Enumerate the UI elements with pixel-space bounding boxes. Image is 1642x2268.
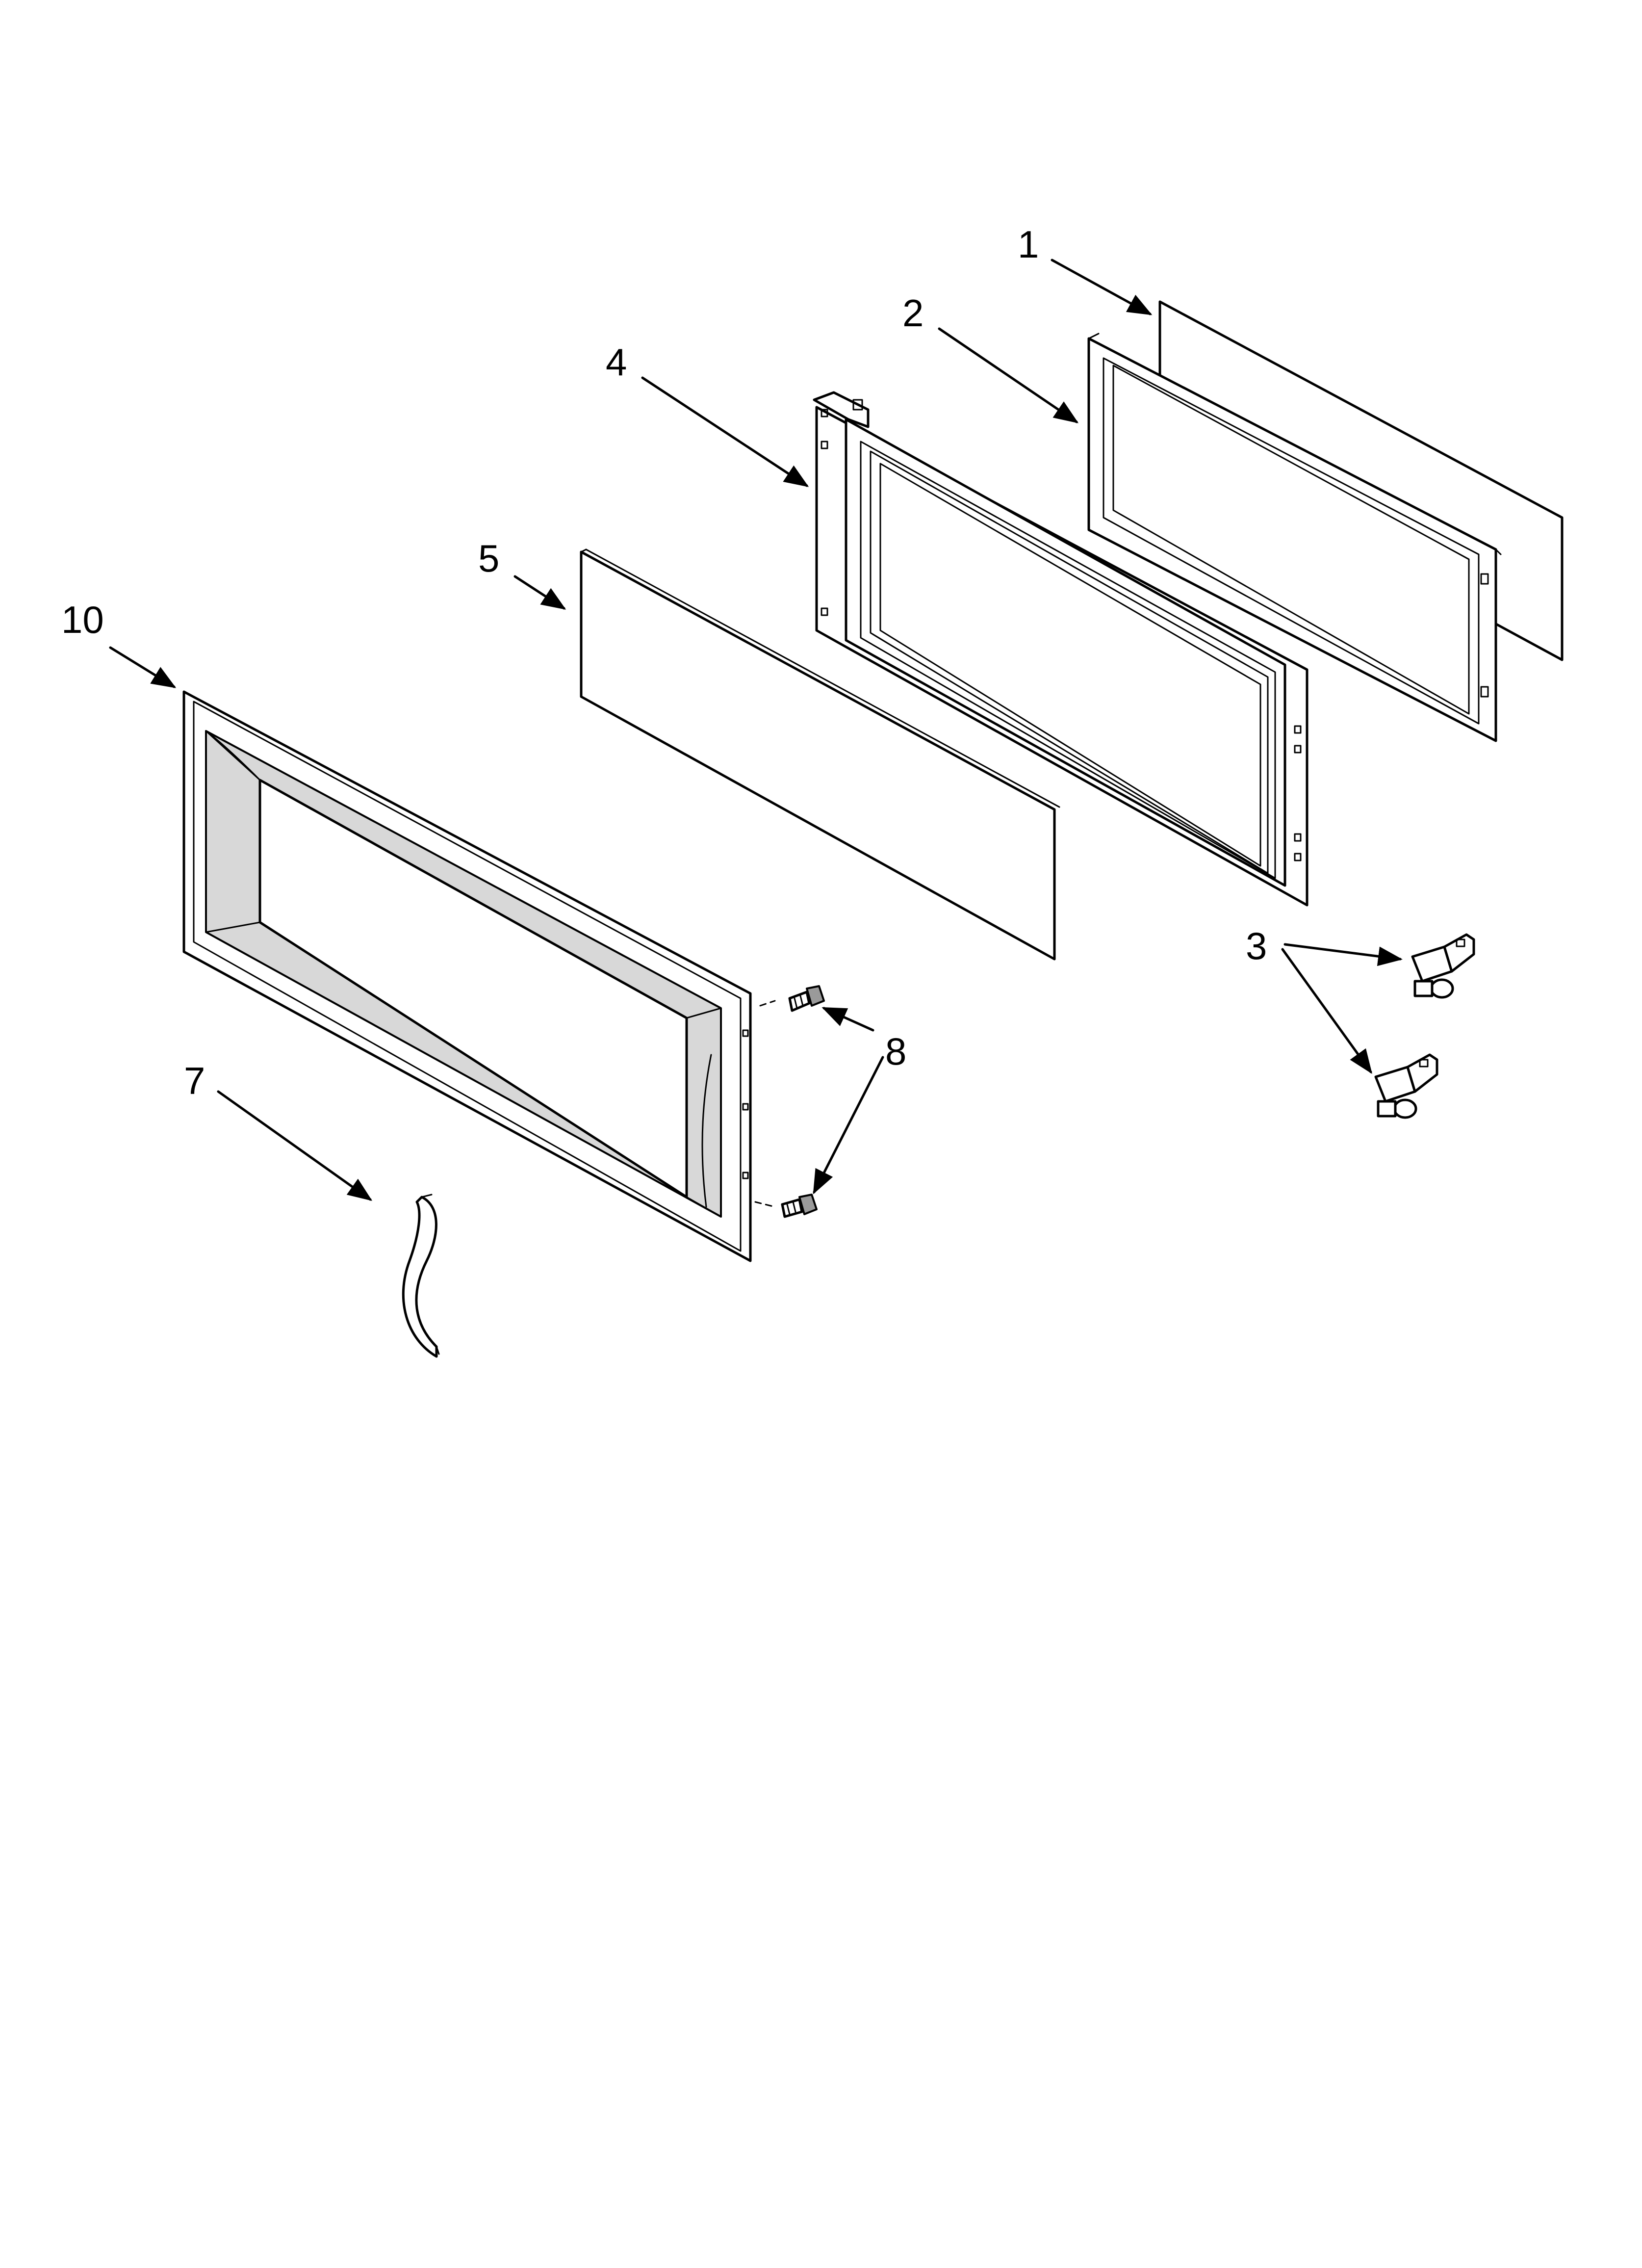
part-8-screw-bottom (781, 1194, 818, 1218)
callout-4: 4 (606, 340, 627, 384)
callout-10: 10 (61, 598, 104, 641)
part-4-inner-door (813, 391, 1308, 907)
callout-1: 1 (1018, 223, 1039, 266)
callout-7: 7 (184, 1059, 205, 1102)
leader-lines (109, 259, 1403, 1208)
callout-labels: 1 2 3 4 5 7 8 10 (61, 223, 1267, 1102)
callout-3: 3 (1246, 924, 1267, 967)
part-10-door-frame (182, 690, 752, 1262)
part-7-handle (402, 1194, 440, 1358)
part-3-latch-bottom (1374, 1053, 1438, 1119)
callout-5: 5 (478, 537, 499, 580)
part-3-latch-top (1411, 933, 1475, 999)
callout-8: 8 (885, 1030, 906, 1073)
part-5-panel (580, 548, 1060, 961)
part-8-screw-top (788, 985, 825, 1012)
part-2-frame (1087, 333, 1502, 742)
callout-2: 2 (902, 291, 924, 335)
